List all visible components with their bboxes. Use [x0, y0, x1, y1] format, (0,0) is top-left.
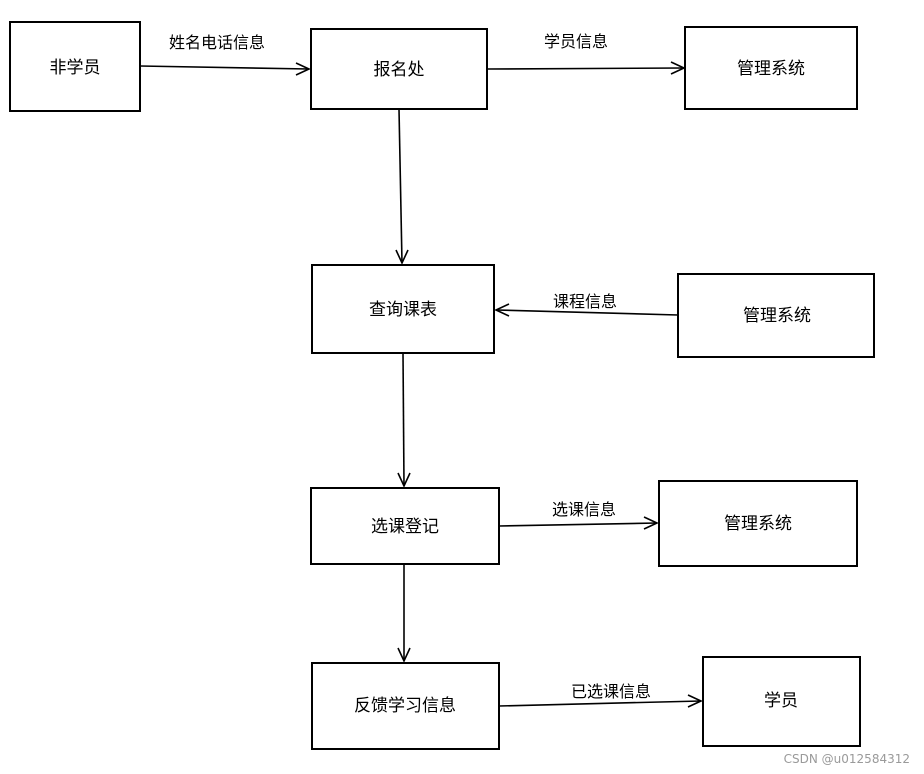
node-management-1: 管理系统 [684, 26, 858, 110]
edge-registration-to-management-1: 学员信息 [486, 32, 686, 75]
node-registration-box [310, 28, 488, 110]
edge-label-student-info: 学员信息 [544, 32, 608, 51]
node-management-2-box [677, 273, 875, 358]
node-management-1-label: 管理系统 [737, 59, 805, 79]
node-course-registration: 选课登记 [310, 487, 500, 565]
node-feedback-info: 反馈学习信息 [311, 662, 500, 750]
node-management-3: 管理系统 [658, 480, 858, 567]
edge-management-2-to-query: 课程信息 [494, 292, 679, 317]
node-management-2: 管理系统 [677, 273, 875, 358]
node-student-box [702, 656, 861, 747]
edge-feedback-to-student: 已选课信息 [498, 682, 703, 708]
edge-line [486, 67, 684, 70]
node-feedback-info-label: 反馈学习信息 [354, 696, 456, 716]
arrow-head-icon [397, 647, 411, 663]
node-non-student-box [9, 21, 141, 112]
edge-line [402, 352, 405, 487]
edge-label-name-phone: 姓名电话信息 [169, 33, 265, 52]
arrow-head-icon [397, 472, 411, 488]
node-management-2-label: 管理系统 [743, 306, 811, 326]
node-registration: 报名处 [310, 28, 488, 110]
node-course-registration-box [310, 487, 500, 565]
node-course-registration-label: 选课登记 [371, 517, 439, 537]
arrow-head-icon [395, 249, 409, 265]
node-student-label: 学员 [764, 691, 798, 711]
node-non-student: 非学员 [9, 21, 141, 112]
edge-label-selected-info: 已选课信息 [571, 682, 651, 701]
arrow-head-icon [494, 303, 510, 317]
edge-line [139, 65, 310, 70]
edge-line [495, 309, 679, 316]
node-query-schedule-box [311, 264, 495, 354]
edge-line [498, 522, 658, 527]
edge-course-registration-to-management-3: 选课信息 [498, 500, 659, 530]
node-management-3-box [658, 480, 858, 567]
edge-registration-to-query [395, 108, 409, 265]
node-feedback-info-box [311, 662, 500, 750]
node-query-schedule: 查询课表 [311, 264, 495, 354]
arrow-head-icon [295, 62, 311, 76]
edge-line [398, 108, 403, 264]
edge-query-to-course-registration [397, 352, 411, 488]
arrow-head-icon [670, 61, 686, 75]
edge-non-student-to-registration: 姓名电话信息 [139, 33, 311, 76]
node-query-schedule-label: 查询课表 [369, 300, 437, 320]
watermark-text: CSDN @u012584312 [784, 752, 910, 766]
edge-line [498, 700, 702, 707]
node-management-1-box [684, 26, 858, 110]
node-management-3-label: 管理系统 [724, 514, 792, 534]
arrow-head-icon [687, 694, 703, 708]
node-registration-label: 报名处 [374, 60, 425, 80]
node-student: 学员 [702, 656, 861, 747]
node-non-student-label: 非学员 [50, 58, 101, 78]
edge-label-course-info: 课程信息 [553, 292, 617, 311]
edge-label-selection-info: 选课信息 [552, 500, 616, 519]
edge-course-registration-to-feedback [397, 564, 411, 663]
arrow-head-icon [643, 516, 659, 530]
